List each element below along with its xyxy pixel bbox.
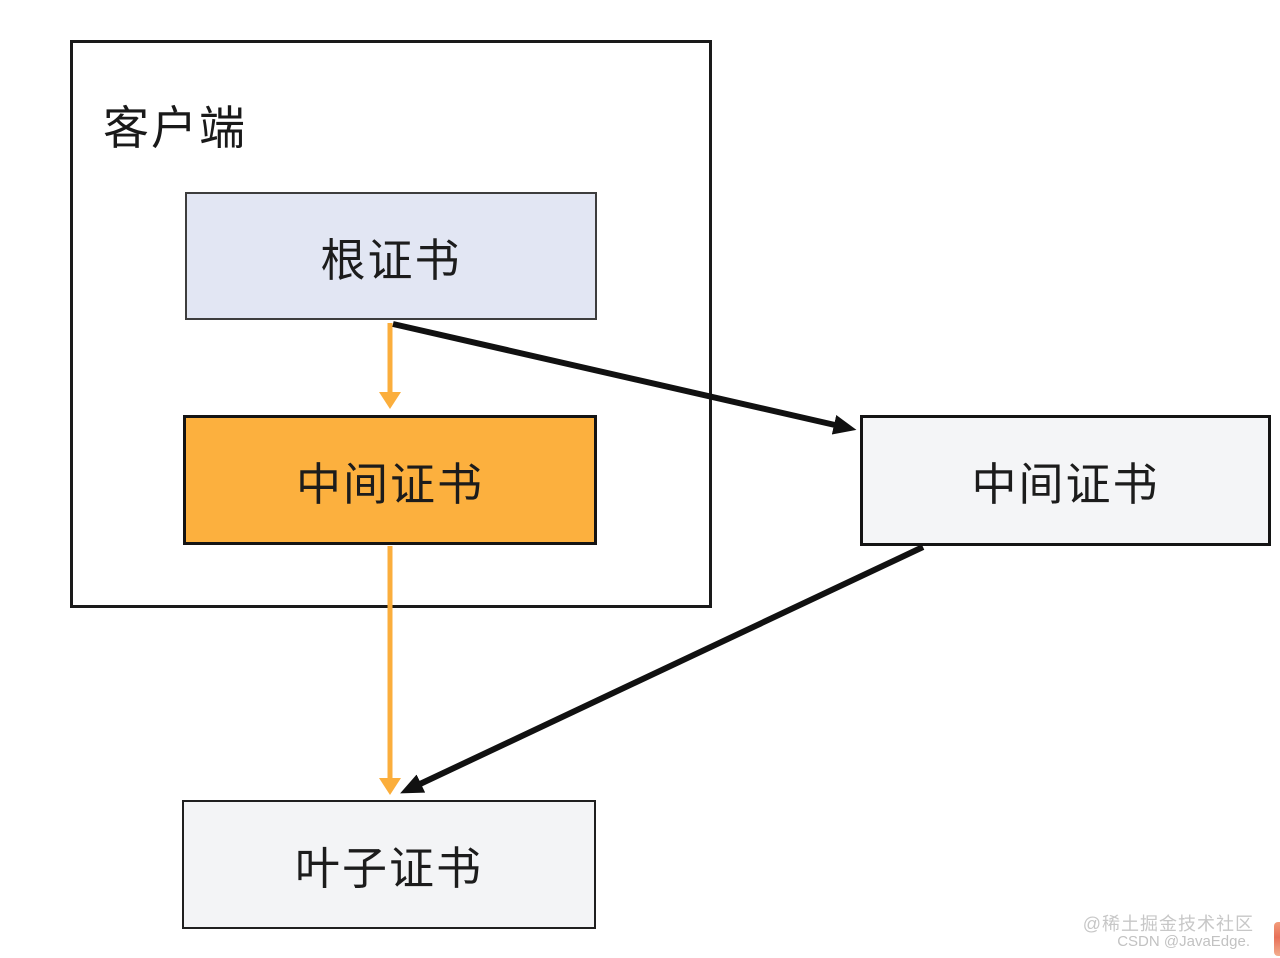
root-cert-label: 根证书: [320, 234, 462, 286]
client-intermediate-cert-node: 中间证书: [183, 415, 597, 545]
root-cert-node: 根证书: [185, 192, 597, 320]
external-intermediate-cert-label: 中间证书: [971, 459, 1160, 510]
client-intermediate-cert-label: 中间证书: [295, 458, 484, 510]
external-intermediate-cert-node: 中间证书: [860, 415, 1271, 546]
leaf-cert-node: 叶子证书: [182, 800, 596, 929]
client-label: 客户端: [103, 102, 247, 154]
watermark-csdn: CSDN @JavaEdge.: [1117, 933, 1250, 950]
leaf-cert-label: 叶子证书: [294, 843, 483, 894]
edge-logo-fragment-icon: [1274, 922, 1280, 956]
watermark-juejin: @稀土掘金技术社区: [1082, 914, 1254, 934]
